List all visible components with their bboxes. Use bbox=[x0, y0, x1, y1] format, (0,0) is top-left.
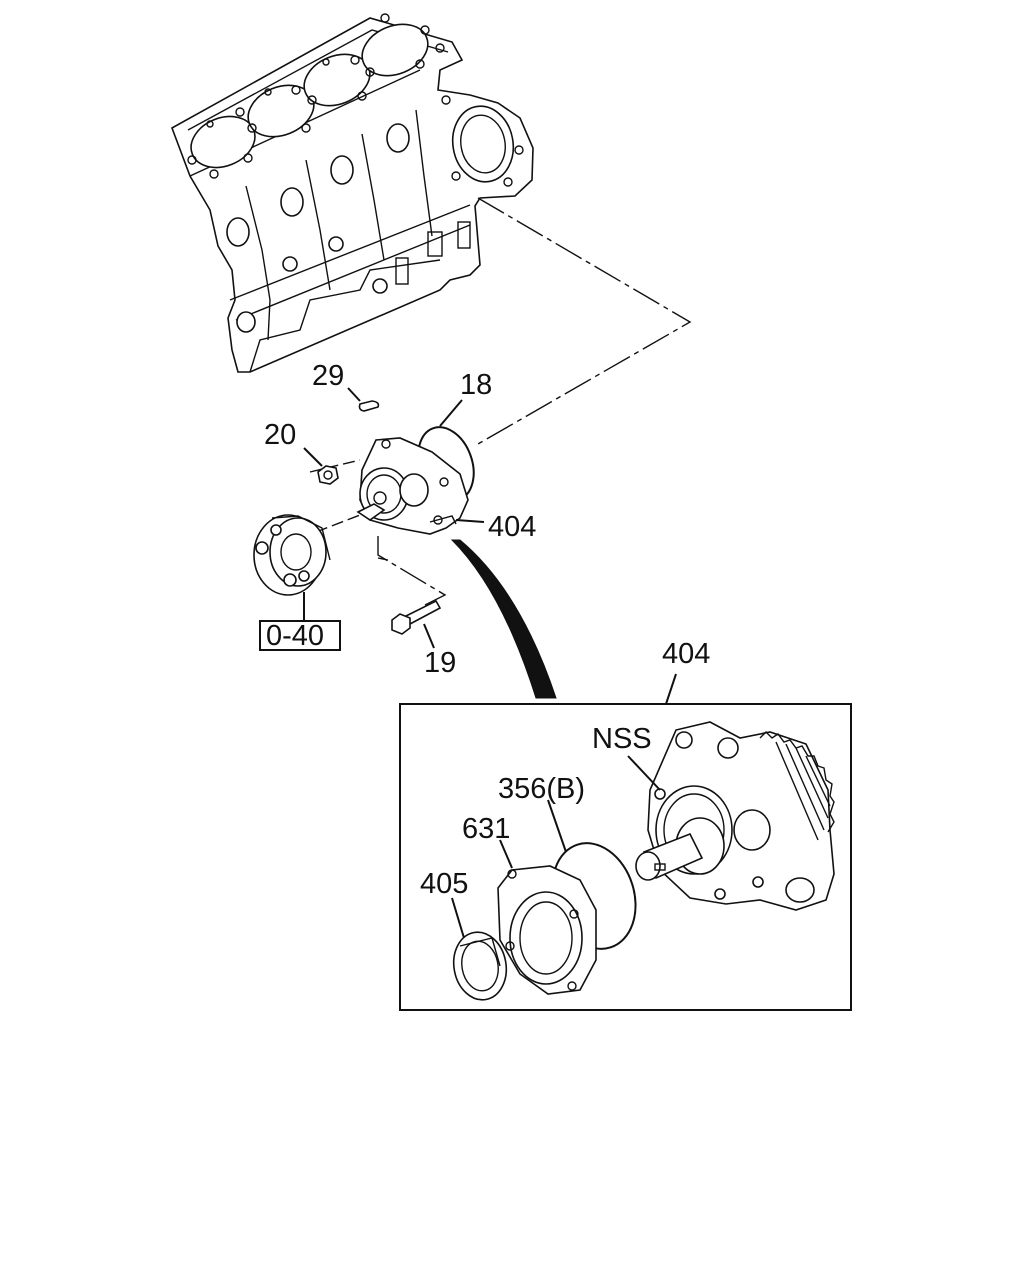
label-29: 29 bbox=[312, 360, 344, 392]
label-631: 631 bbox=[462, 813, 510, 845]
part-19-bolt bbox=[391, 599, 442, 649]
detail-pump-body bbox=[627, 721, 835, 911]
dash-leaders bbox=[309, 197, 692, 606]
leader-404-detail bbox=[665, 673, 677, 705]
ref-0-40-box bbox=[259, 620, 341, 651]
label-19: 19 bbox=[424, 647, 456, 679]
detail-frame bbox=[399, 703, 852, 1011]
label-405: 405 bbox=[420, 868, 468, 900]
label-20: 20 bbox=[264, 419, 296, 451]
label-356b: 356(B) bbox=[498, 773, 585, 805]
label-404-detail: 404 bbox=[662, 638, 710, 670]
callout-arrow bbox=[450, 539, 557, 699]
label-404-main: 404 bbox=[488, 511, 536, 543]
part-20-nut bbox=[303, 447, 339, 485]
label-0-40: 0-40 bbox=[266, 620, 324, 652]
detail-631-cover bbox=[497, 839, 597, 995]
label-nss: NSS bbox=[592, 723, 652, 755]
label-18: 18 bbox=[460, 369, 492, 401]
detail-405-seal bbox=[451, 897, 508, 1001]
part-0-40-hub bbox=[253, 514, 331, 620]
part-29-key bbox=[347, 387, 380, 412]
part-404-oil-pump bbox=[356, 437, 485, 535]
engine-block bbox=[171, 13, 534, 373]
